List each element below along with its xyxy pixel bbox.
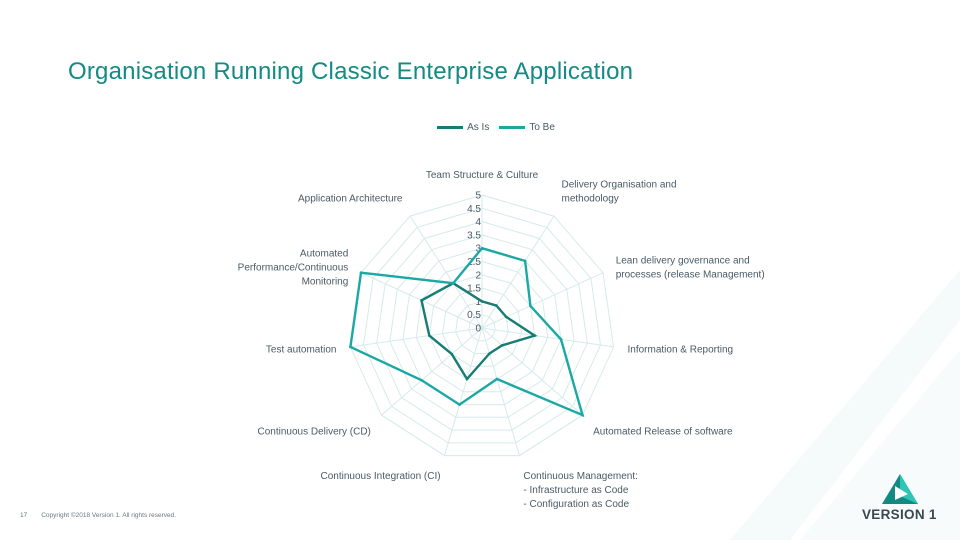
legend-item-as-is: As Is [437,122,489,133]
series-as-is-point [533,334,536,337]
axis-label-line: Lean delivery governance and [616,255,750,266]
series-to-be-point [458,403,461,406]
series-to-be-point [420,379,424,382]
axis-label: Continuous Integration (CI) [321,471,441,482]
grid-spoke [350,327,483,348]
axis-label-line: methodology [562,193,619,204]
tick-label: 3.5 [467,230,481,241]
series-to-be-point [523,259,527,263]
series-as-is-point [504,315,508,319]
grid-spoke [481,327,583,416]
series-as-is-point [488,352,491,355]
tick-label: 0.5 [467,310,481,321]
grid-ring [441,287,523,367]
series-to-be-point [359,271,363,275]
series-as-is-line [420,281,538,382]
series-to-be-point [495,377,499,381]
grid-spoke [409,215,483,329]
series-as-is-point [500,344,504,347]
grid-spoke [381,327,483,416]
series-as-is-point [450,352,454,356]
legend-label-as-is: As Is [467,122,490,133]
legend-label-to-be: To Be [529,122,555,133]
axis-label-line: Test automation [266,344,337,355]
version1-logo: VERSION 1 [862,470,940,522]
axis-label-line: Continuous Delivery (CD) [258,426,371,437]
legend-item-to-be: To Be [499,122,555,133]
logo-text: VERSION 1 [862,507,937,522]
axis-label-line: Application Architecture [298,193,403,204]
tick-label: 5 [475,191,481,202]
grid-ring [402,247,562,406]
tick-label: 4.5 [467,204,481,215]
grid-spoke [481,327,520,456]
axis-label-line: Monitoring [302,276,349,287]
copyright-text: Copyright ©2018 Version 1. All rights re… [41,512,177,519]
footer: 17 Copyright ©2018 Version 1. All rights… [20,512,176,519]
series-as-is-point [428,334,431,337]
grid-ring [362,207,602,444]
grid-ring [349,194,615,457]
grid-spoke [444,327,483,456]
series-to-be-point [451,281,455,285]
series-to-be-point [529,304,532,308]
axis-label: Continuous Delivery (CD) [258,426,371,437]
tick-label: 2 [475,270,481,281]
series-as-is-point [480,300,484,303]
grid-ring [415,260,549,393]
axis-label-line: - Configuration as Code [523,499,629,510]
axis-label-line: Continuous Management: [523,471,638,482]
axis-label-line: Continuous Integration (CI) [321,471,441,482]
series-as-is-point [465,377,469,381]
legend-swatch-as-is [437,126,464,129]
grid-ring [428,274,536,380]
axis-label: Information & Reporting [628,344,734,355]
axis-label: Lean delivery governance and processes (r… [616,255,765,280]
axis-label: Test automation [266,344,337,355]
tick-label: 1 [475,297,481,308]
logo-triangle-icon [882,474,918,504]
grid-spoke [481,215,555,329]
axis-label: Automated Release of software [593,426,733,437]
page-title: Organisation Running Classic Enterprise … [68,58,634,85]
series-as-is-point [495,304,498,307]
tick-label: 0 [475,324,481,335]
series-to-be-line [349,246,585,418]
axis-label-line: Information & Reporting [628,344,734,355]
axis-label-line: Delivery Organisation and [562,179,677,190]
axis-label-line: processes (release Management) [616,269,765,280]
series-to-be-point [349,345,352,349]
axis-label-line: Team Structure & Culture [426,170,539,181]
axis-label-line: Automated [300,248,348,259]
tick-label: 2.5 [467,257,481,268]
axis-label: Team Structure & Culture [426,170,539,181]
tick-label: 3 [475,244,481,255]
chart-legend: As Is To Be [0,122,960,133]
grid-spoke [481,327,614,348]
series-to-be-point [559,338,563,341]
axis-label-line: - Infrastructure as Code [523,485,628,496]
axis-label: Delivery Organisation and methodology [562,179,677,204]
grid-ring [468,314,496,342]
axis-label-line: Automated Release of software [593,426,733,437]
axis-label: Continuous Management: - Infrastructure a… [523,471,638,510]
grid-spoke [481,272,604,329]
series-as-is-point [420,299,423,302]
tick-label: 4 [475,217,481,228]
axis-label: Application Architecture [298,193,403,204]
tick-label: 1.5 [467,284,481,295]
legend-swatch-to-be [499,126,526,129]
page-number: 17 [20,512,28,519]
series-to-be-point [480,246,484,250]
axis-label-line: Performance/Continuous [238,262,349,273]
grid-ring [389,234,575,418]
series-to-be-point [581,413,584,417]
